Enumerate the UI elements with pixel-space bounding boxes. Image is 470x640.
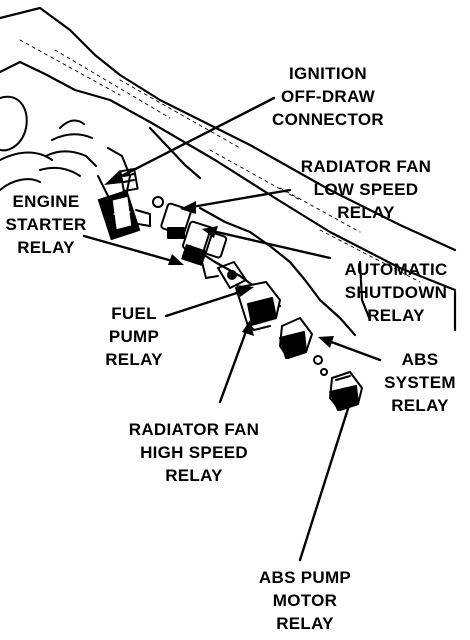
abs-system-relay-shape — [279, 317, 328, 376]
fuel-pump-relay-shape — [235, 281, 281, 331]
abs-system-label-line-1: ABS — [401, 350, 439, 369]
fan-low-label-line-1: RADIATOR FAN — [300, 157, 432, 176]
fuse-block-connector — [217, 261, 247, 289]
asd-label-line-2: SHUTDOWN — [344, 283, 448, 302]
ignition-off-draw-connector-shape — [119, 167, 164, 208]
radiator-fan-low-speed-relay-label: RADIATOR FAN LOW SPEED RELAY — [288, 155, 444, 224]
radiator-fan-low-speed-relay-shape — [160, 202, 192, 239]
abs-pump-label-line-1: ABS PUMP — [258, 568, 352, 587]
fan-high-label-line-2: HIGH SPEED — [140, 443, 248, 462]
engine-starter-label-line-2: STARTER — [5, 215, 87, 234]
engine-starter-label-line-1: ENGINE — [12, 192, 80, 211]
abs-system-relay-label: ABS SYSTEM RELAY — [378, 348, 462, 417]
abs-system-label-line-2: SYSTEM — [384, 373, 456, 392]
fan-low-leader — [184, 188, 292, 210]
fuel-pump-label-line-1: FUEL — [111, 304, 157, 323]
abs-system-leader — [324, 338, 382, 362]
fan-high-leader — [218, 324, 250, 404]
fan-high-label-line-1: RADIATOR FAN — [128, 420, 260, 439]
abs-pump-motor-relay-shape — [329, 371, 363, 411]
engine-starter-relay-label: ENGINE STARTER RELAY — [0, 190, 92, 259]
asd-label-line-1: AUTOMATIC — [344, 260, 448, 279]
automatic-shutdown-relay-shape — [181, 220, 228, 279]
fan-low-label-line-3: RELAY — [337, 203, 395, 222]
abs-pump-label-line-3: RELAY — [276, 614, 334, 633]
fan-low-label-line-2: LOW SPEED — [313, 180, 419, 199]
fuel-pump-leader — [164, 288, 248, 318]
arrow-heads — [104, 170, 356, 406]
leader-arrows — [82, 96, 382, 562]
fuel-pump-label-line-2: PUMP — [108, 327, 160, 346]
ignition-leader — [108, 96, 276, 184]
engine-starter-label-line-3: RELAY — [17, 238, 75, 257]
fuel-pump-relay-label: FUEL PUMP RELAY — [96, 302, 172, 371]
abs-system-label-line-3: RELAY — [391, 396, 449, 415]
ignition-label-line-1: IGNITION — [289, 64, 367, 83]
abs-pump-leader — [298, 394, 354, 562]
asd-leader — [206, 228, 332, 260]
ignition-label-line-2: OFF-DRAW — [281, 87, 375, 106]
asd-label-line-3: RELAY — [367, 306, 425, 325]
radiator-fan-high-speed-relay-label: RADIATOR FAN HIGH SPEED RELAY — [114, 418, 274, 487]
abs-pump-motor-relay-label: ABS PUMP MOTOR RELAY — [250, 566, 360, 635]
engine-detail — [0, 95, 131, 205]
fender-outline — [0, 6, 457, 337]
ignition-off-draw-connector-label: IGNITION OFF-DRAW CONNECTOR — [258, 62, 398, 131]
abs-pump-label-line-2: MOTOR — [272, 591, 338, 610]
ignition-label-line-3: CONNECTOR — [272, 110, 384, 129]
engine-starter-leader — [82, 234, 178, 264]
automatic-shutdown-relay-label: AUTOMATIC SHUTDOWN RELAY — [330, 258, 462, 327]
fan-high-label-line-3: RELAY — [165, 466, 223, 485]
engine-starter-relay-shape — [97, 189, 151, 241]
fuel-pump-label-line-3: RELAY — [105, 350, 163, 369]
